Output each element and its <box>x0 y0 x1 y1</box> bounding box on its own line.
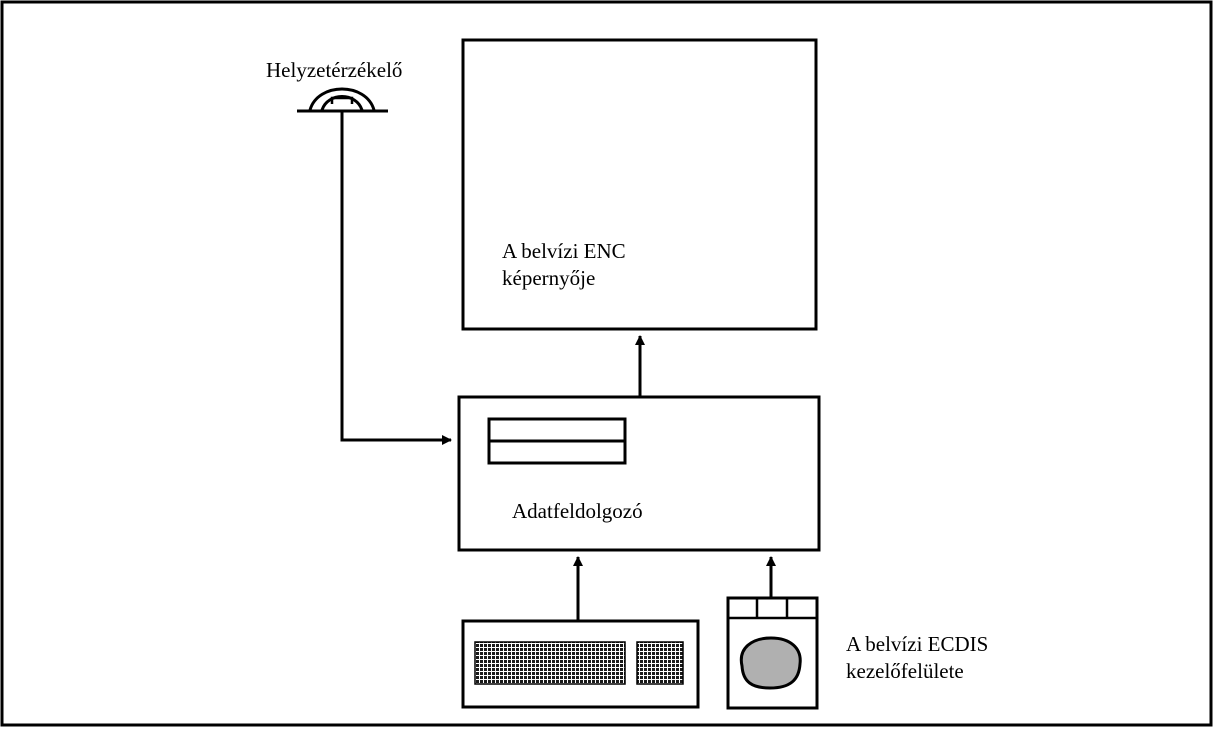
enc-screen: A belvízi ENC képernyője <box>461 38 818 331</box>
data-processor: Adatfeldolgozó <box>457 395 821 552</box>
trackball-icon <box>739 636 802 690</box>
screen-label-line2: képernyője <box>502 266 595 290</box>
sensor-connection-arrow <box>340 111 452 445</box>
antenna-icon <box>308 87 376 111</box>
ecdis-interface-device <box>726 596 819 710</box>
interface-label-line2: kezelőfelülete <box>846 659 964 683</box>
keyboard <box>461 619 700 709</box>
processor-label: Adatfeldolgozó <box>512 499 643 523</box>
interface-label-line1: A belvízi ECDIS <box>846 632 988 656</box>
screen-label-line1: A belvízi ENC <box>502 239 626 263</box>
keyboard-numpad <box>636 641 684 685</box>
keyboard-main-keys <box>474 641 626 685</box>
sensor-label: Helyzetérzékelő <box>266 58 402 82</box>
position-sensor: Helyzetérzékelő <box>266 58 402 113</box>
